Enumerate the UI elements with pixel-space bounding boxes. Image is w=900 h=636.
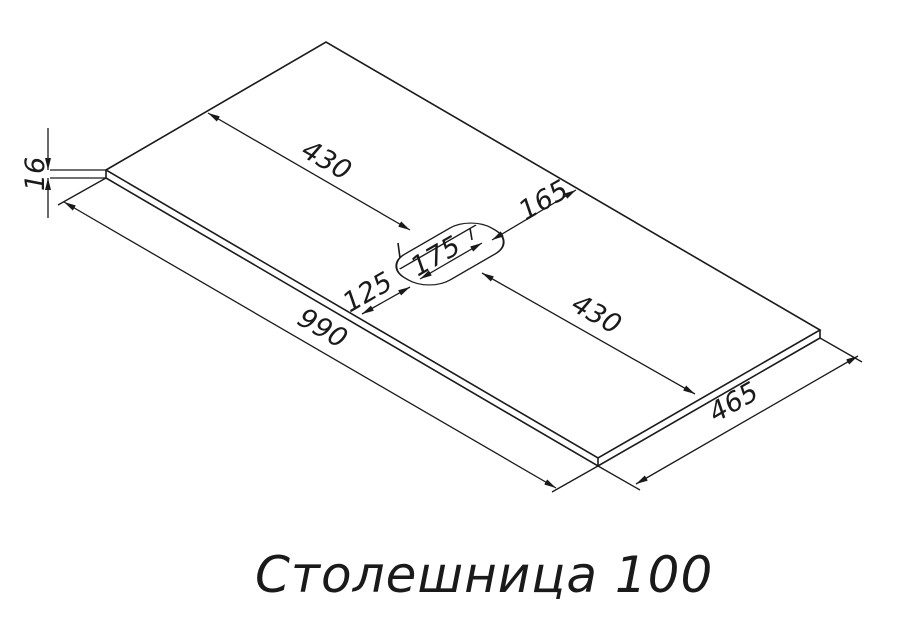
svg-text:990: 990: [292, 302, 352, 355]
dim-hole-back-offset: 165: [491, 174, 577, 241]
drawing-title: Столешница 100: [255, 546, 713, 604]
dim-hole-right-offset: 430: [481, 272, 696, 395]
dim-hole-left-offset: 430: [207, 112, 411, 231]
dim-hole-width: 175: [406, 230, 483, 283]
svg-text:16: 16: [20, 157, 51, 191]
svg-text:165: 165: [514, 174, 574, 227]
dim-thickness: 16: [20, 128, 106, 218]
svg-text:430: 430: [566, 288, 626, 341]
svg-text:175: 175: [406, 230, 466, 283]
svg-text:465: 465: [704, 376, 764, 429]
svg-text:430: 430: [296, 134, 356, 187]
